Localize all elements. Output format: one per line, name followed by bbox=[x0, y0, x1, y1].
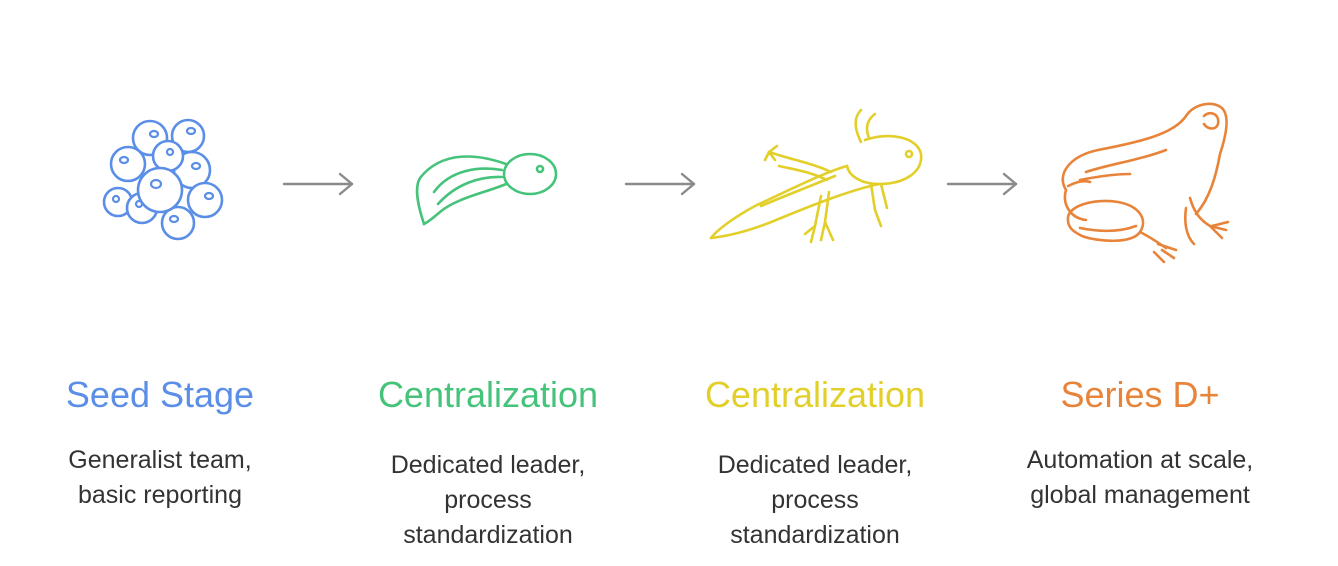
stage-description: Dedicated leader, process standardizatio… bbox=[338, 448, 638, 553]
arrow-right-icon bbox=[624, 172, 696, 196]
stage-title: Centralization bbox=[704, 374, 926, 415]
description-line: global management bbox=[1030, 481, 1250, 509]
stage-title: Seed Stage bbox=[65, 374, 255, 415]
frog-icon bbox=[1061, 102, 1230, 264]
description-line: standardization bbox=[730, 521, 900, 549]
description-line: Dedicated leader, bbox=[390, 451, 586, 479]
description-line: Generalist team, bbox=[68, 446, 252, 474]
description-line: process bbox=[771, 486, 859, 514]
tadpole-with-legs-icon bbox=[709, 108, 923, 244]
stage-title: Centralization bbox=[377, 374, 599, 415]
description-line: basic reporting bbox=[78, 481, 242, 509]
stage-title: Series D+ bbox=[1060, 374, 1220, 415]
description-line: Dedicated leader, bbox=[717, 451, 913, 479]
stage-centralization-2: Centralization Dedicated leader, process… bbox=[665, 0, 965, 566]
stage-description: Dedicated leader, process standardizatio… bbox=[665, 448, 965, 553]
description-line: process bbox=[444, 486, 532, 514]
stage-series-d: Series D+ Automation at scale, global ma… bbox=[990, 0, 1290, 566]
description-line: Automation at scale, bbox=[1026, 446, 1254, 474]
stage-centralization-1: Centralization Dedicated leader, process… bbox=[338, 0, 638, 566]
stage-description: Generalist team, basic reporting bbox=[10, 443, 310, 513]
arrow-right-icon bbox=[282, 172, 354, 196]
tadpole-icon bbox=[415, 152, 558, 226]
arrow-right-icon bbox=[946, 172, 1018, 196]
stage-description: Automation at scale, global management bbox=[990, 443, 1290, 513]
description-line: standardization bbox=[403, 521, 573, 549]
frog-eggs-icon bbox=[102, 118, 224, 241]
stage-seed: Seed Stage Generalist team, basic report… bbox=[10, 0, 310, 566]
